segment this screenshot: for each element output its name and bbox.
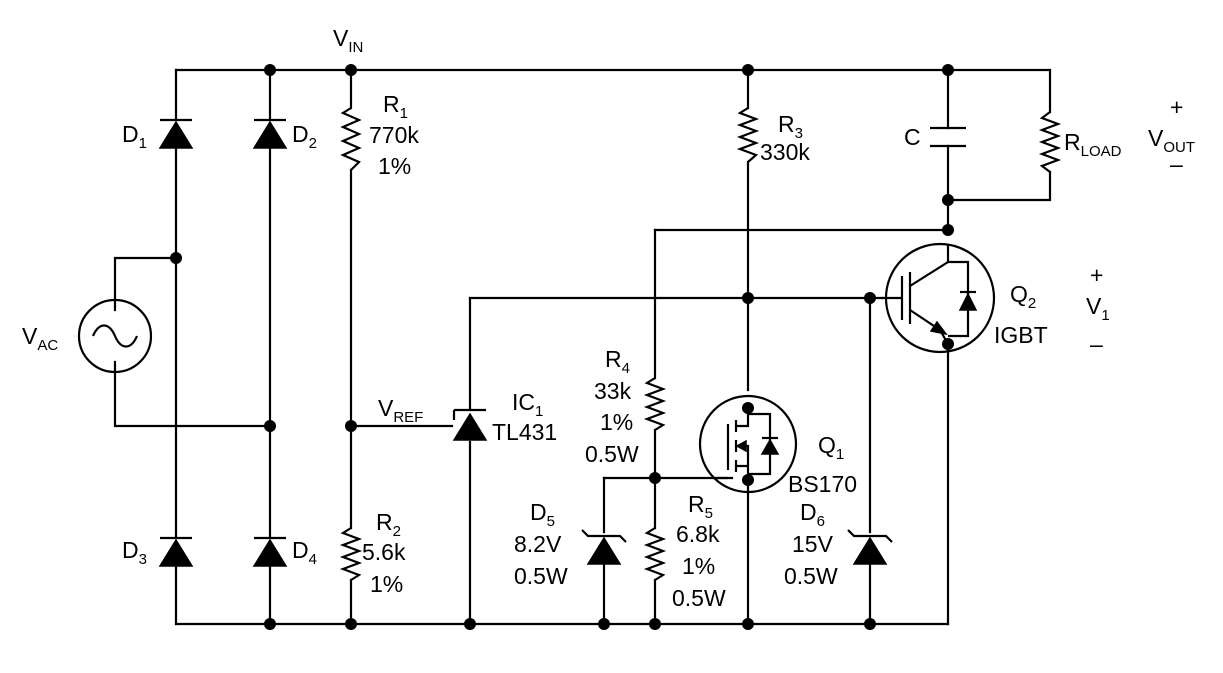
rload-label: RLOAD bbox=[1064, 129, 1122, 160]
d5-power: 0.5W bbox=[514, 563, 568, 589]
vin-label: VIN bbox=[333, 25, 363, 56]
resistor-r3 bbox=[736, 107, 760, 163]
ac-source-symbol bbox=[77, 298, 153, 374]
r3-label: R3 bbox=[778, 111, 803, 142]
v1-label: V1 bbox=[1086, 293, 1110, 324]
d6-label: D6 bbox=[800, 499, 825, 530]
vout-minus: – bbox=[1170, 151, 1183, 177]
vref-label: VREF bbox=[378, 395, 423, 426]
capacitor-c bbox=[930, 126, 966, 148]
resistor-r1 bbox=[340, 107, 362, 171]
r1-tolerance: 1% bbox=[378, 153, 411, 179]
r5-label: R5 bbox=[688, 491, 713, 522]
q2-part: IGBT bbox=[994, 322, 1048, 348]
igbt-q2 bbox=[882, 242, 996, 354]
r5-power: 0.5W bbox=[672, 585, 726, 611]
q2-label: Q2 bbox=[1010, 281, 1036, 312]
r4-tolerance: 1% bbox=[600, 409, 633, 435]
shunt-regulator-ic1 bbox=[452, 408, 488, 441]
r4-value: 33k bbox=[594, 378, 632, 404]
r2-label: R2 bbox=[376, 509, 401, 540]
r5-tolerance: 1% bbox=[682, 553, 715, 579]
junction-dots bbox=[170, 64, 954, 630]
diode-d1 bbox=[158, 118, 194, 149]
labels: VIN VAC D1 D2 D3 D4 R1 770k 1% VREF R2 5… bbox=[22, 25, 1195, 611]
d5-label: D5 bbox=[530, 499, 555, 530]
d1-label: D1 bbox=[122, 121, 147, 152]
resistor-rload bbox=[1038, 111, 1062, 173]
q1-part: BS170 bbox=[788, 471, 857, 497]
d6-value: 15V bbox=[792, 531, 834, 557]
r3-value: 330k bbox=[760, 139, 810, 165]
diode-d3 bbox=[158, 536, 194, 567]
resistor-r5 bbox=[643, 527, 667, 581]
r2-value: 5.6k bbox=[362, 539, 406, 565]
vac-label: VAC bbox=[22, 323, 58, 354]
r5-value: 6.8k bbox=[676, 521, 720, 547]
d5-value: 8.2V bbox=[514, 531, 562, 557]
ic1-label: IC1 bbox=[512, 389, 543, 420]
resistor-r4 bbox=[643, 377, 667, 431]
v1-plus: + bbox=[1090, 262, 1103, 288]
d4-label: D4 bbox=[292, 537, 317, 568]
zener-d6 bbox=[847, 529, 893, 565]
ic1-part: TL431 bbox=[492, 419, 557, 445]
r4-label: R4 bbox=[605, 346, 630, 377]
r1-label: R1 bbox=[383, 91, 408, 122]
d3-label: D3 bbox=[122, 537, 147, 568]
mosfet-q1 bbox=[698, 394, 798, 494]
v1-minus: – bbox=[1090, 331, 1103, 357]
c-label: C bbox=[904, 124, 921, 150]
resistor-r2 bbox=[339, 527, 363, 581]
zener-d5 bbox=[581, 529, 627, 565]
q1-label: Q1 bbox=[818, 432, 844, 463]
diode-d2 bbox=[252, 118, 288, 149]
diode-d4 bbox=[252, 536, 288, 567]
r2-tolerance: 1% bbox=[370, 571, 403, 597]
vout-label: VOUT bbox=[1148, 125, 1195, 156]
wires bbox=[113, 68, 1052, 626]
vout-plus: + bbox=[1170, 94, 1183, 120]
d2-label: D2 bbox=[292, 121, 317, 152]
d6-power: 0.5W bbox=[784, 563, 838, 589]
r4-power: 0.5W bbox=[585, 441, 639, 467]
r1-value: 770k bbox=[369, 122, 419, 148]
